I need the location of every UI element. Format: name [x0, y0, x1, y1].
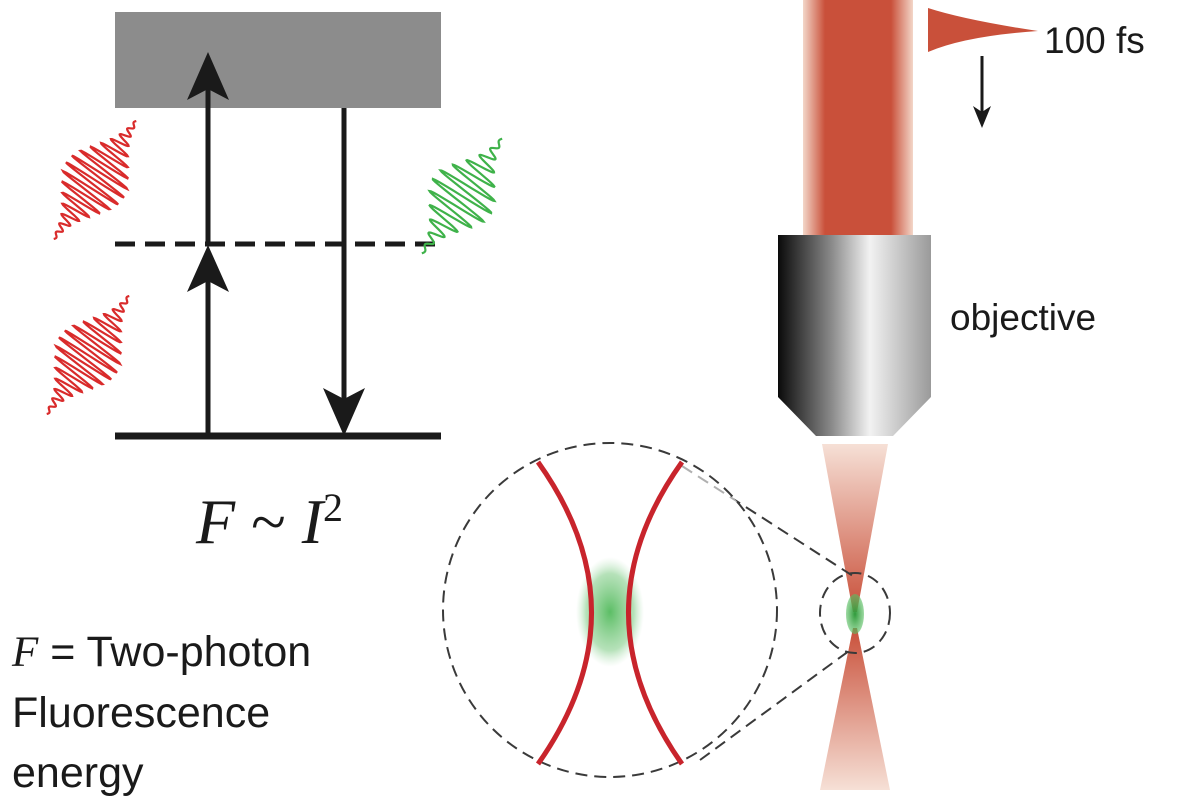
definition: F = Two-photon Fluorescence energy: [12, 622, 311, 803]
arrowhead-up-upper: [187, 52, 229, 100]
formula-rhs: I: [301, 486, 324, 557]
objective-label: objective: [950, 297, 1097, 338]
definition-symbol: F: [12, 629, 39, 676]
pulse-duration-label: 100 fs: [1044, 20, 1145, 61]
zoom-line-lower: [699, 647, 854, 761]
excitation-photon-icon: [46, 294, 130, 416]
focal-circle-small: [819, 572, 891, 654]
arrowhead-up-lower: [187, 245, 229, 292]
formula-exponent: 2: [323, 485, 344, 530]
arrowhead-down-emission: [323, 388, 365, 436]
wave-packet-path: [46, 294, 130, 416]
definition-line3: energy: [12, 749, 144, 797]
focal-spot: [846, 594, 864, 634]
laser-beam: [803, 0, 913, 236]
focused-beam-upper: [822, 444, 888, 612]
arrow-down-head: [973, 106, 991, 128]
emission-photon-icon: [421, 137, 503, 255]
zoom-line-upper: [681, 465, 854, 577]
excited-state-band: [115, 12, 441, 108]
formula: F ~ I2: [196, 484, 343, 559]
definition-text1: = Two-photon: [38, 628, 312, 676]
definition-line1: F = Two-photon: [12, 622, 311, 683]
excitation-photon-icon: [53, 119, 137, 241]
definition-line2: Fluorescence: [12, 689, 271, 737]
formula-lhs: F: [196, 486, 236, 557]
focused-beam-lower: [820, 628, 890, 790]
focal-curve-right: [626, 460, 685, 766]
formula-tilde: ~: [251, 486, 286, 557]
focal-curve-left: [535, 460, 594, 766]
wave-packet-path: [421, 137, 503, 255]
objective-lens-icon: [778, 235, 931, 436]
pulse-icon: [928, 8, 1038, 52]
fluorescence-volume: [576, 557, 644, 667]
wave-packet-path: [53, 119, 137, 241]
